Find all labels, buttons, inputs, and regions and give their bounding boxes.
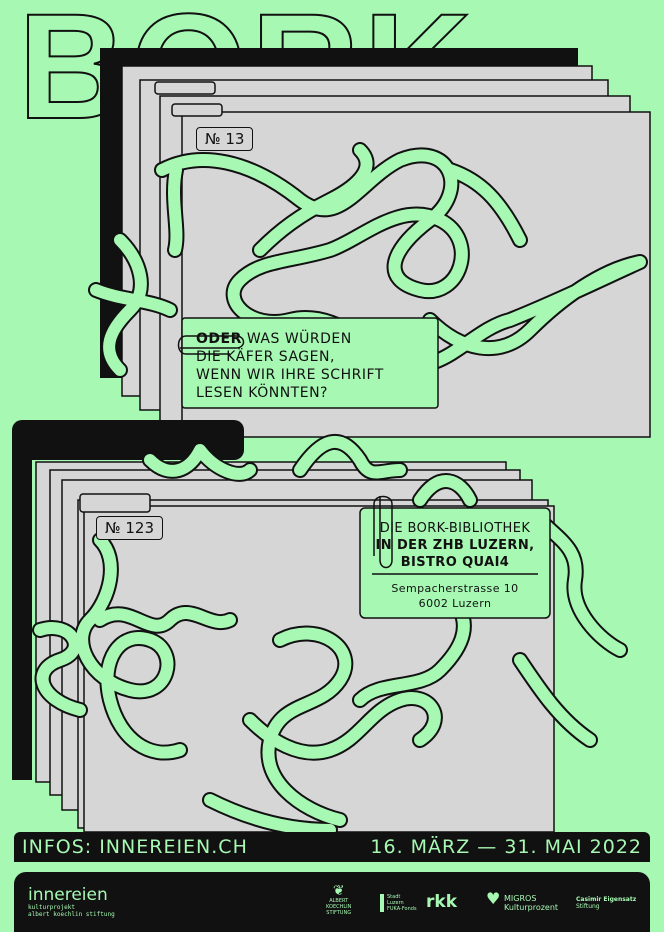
venue-line-2: IN DER ZHB LUZERN, (375, 538, 535, 553)
worm-lines (32, 142, 648, 838)
venue-line-3: BISTRO QUAI4 (400, 555, 510, 570)
innereien-name: innereien (28, 885, 108, 905)
paperclip-icon (373, 495, 393, 569)
migros-line-2: Kulturprozent (504, 903, 559, 912)
stadt-line-3: FUKA-Fonds (387, 906, 417, 912)
stadt-line-2: Luzern (387, 900, 404, 906)
question-line-3: WENN WIR IHRE SCHRIFT (196, 367, 384, 383)
venue-street: Sempacherstrasse 10 (391, 582, 519, 595)
paperclip-icon (177, 335, 245, 355)
akb-line-1: ALBERT (329, 898, 349, 904)
infos-link[interactable]: INFOS: INNEREIEN.CH (22, 836, 248, 858)
question-bold-word: ODER (196, 331, 242, 347)
question-line-2: DIE KÄFER SAGEN, (196, 349, 335, 365)
heart-icon: ♥ (486, 889, 501, 908)
question-note (181, 317, 439, 409)
venue-note (359, 507, 551, 619)
innereien-logo: innereien kulturprojekt albert koechlin … (28, 886, 115, 918)
info-bar: INFOS: INNEREIEN.CH 16. MÄRZ — 31. MAI 2… (14, 832, 650, 862)
akb-logo: ❦ ALBERT KOECHLIN STIFTUNG (326, 884, 351, 916)
card-number-13: № 13 (196, 127, 254, 151)
venue-city: 6002 Luzern (418, 597, 492, 610)
stadt-line-1: Stadt (387, 894, 401, 900)
black-tab (12, 420, 244, 460)
venue-line-1: DIE BORK-BIBLIOTHEK (379, 521, 531, 536)
casimir-line-2: Stiftung (576, 903, 600, 910)
migros-logo: ♥ MIGROS Kulturprozent (486, 889, 559, 913)
innereien-sub-1: kulturprojekt (28, 904, 75, 911)
question-line-4: LESEN KÖNNTEN? (196, 385, 328, 401)
event-dates: 16. MÄRZ — 31. MAI 2022 (370, 836, 642, 858)
innereien-sub-2: albert koechlin stiftung (28, 911, 115, 918)
casimir-line-1: Casimir Eigensatz (576, 896, 637, 903)
rkk-logo: rkk (426, 892, 457, 912)
casimir-logo: Casimir Eigensatz Stiftung (576, 896, 636, 910)
sponsor-footer: innereien kulturprojekt albert koechlin … (14, 872, 650, 932)
card-number-123: № 123 (96, 516, 163, 540)
question-line-1: WAS WÜRDEN (241, 331, 352, 347)
stadt-luzern-logo: Stadt Luzern FUKA-Fonds (380, 894, 417, 912)
black-edge (12, 440, 32, 780)
akb-line-2: KOECHLIN (326, 904, 352, 910)
venue-text: DIE BORK-BIBLIOTHEK IN DER ZHB LUZERN, B… (360, 520, 550, 611)
akb-line-3: STIFTUNG (326, 910, 352, 916)
akb-leaf-icon: ❦ (332, 883, 345, 899)
question-text: ODER WAS WÜRDEN DIE KÄFER SAGEN, WENN WI… (196, 330, 384, 402)
migros-line-1: MIGROS (504, 894, 537, 903)
